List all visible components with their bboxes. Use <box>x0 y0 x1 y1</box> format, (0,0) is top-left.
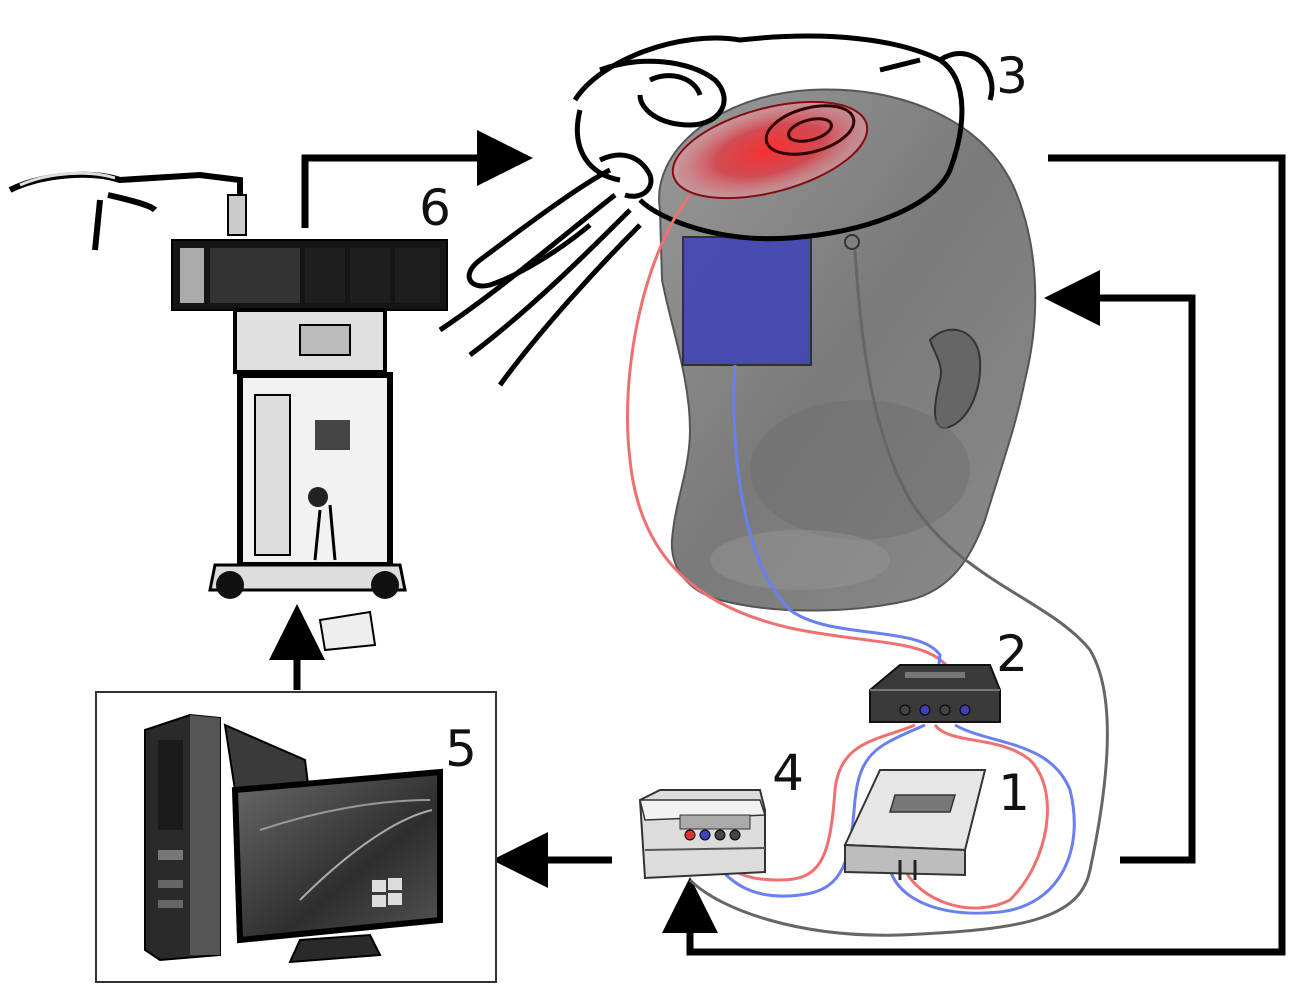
stimulator-icon <box>843 769 987 880</box>
label-5: 5 <box>445 720 477 778</box>
surgical-microscope-icon <box>8 171 448 652</box>
label-6: 6 <box>419 179 451 237</box>
cathode-patch <box>682 236 812 366</box>
arrow-head-to-amplifier <box>662 154 1286 956</box>
arrow-stimulator-to-head <box>1044 270 1196 864</box>
computer-icon <box>144 713 221 962</box>
label-2: 2 <box>996 625 1028 683</box>
cathode-wire <box>732 364 942 701</box>
anode-stimulation-area <box>671 100 869 200</box>
label-3: 3 <box>996 47 1028 105</box>
anode-wire <box>626 194 952 700</box>
arrow-microscope-to-head <box>301 130 533 228</box>
labels: 3 6 2 5 4 1 <box>419 47 1030 822</box>
surgical-instrument-icon <box>438 33 995 387</box>
ground-wire <box>688 249 1109 937</box>
connector-box-icon <box>869 664 1001 723</box>
wires <box>626 194 1109 937</box>
label-4: 4 <box>772 744 804 802</box>
ground-electrode <box>844 234 860 250</box>
label-1: 1 <box>998 764 1030 822</box>
flow-arrows <box>269 130 1286 956</box>
amplifier-icon <box>638 789 767 880</box>
monitor-icon <box>223 723 443 964</box>
